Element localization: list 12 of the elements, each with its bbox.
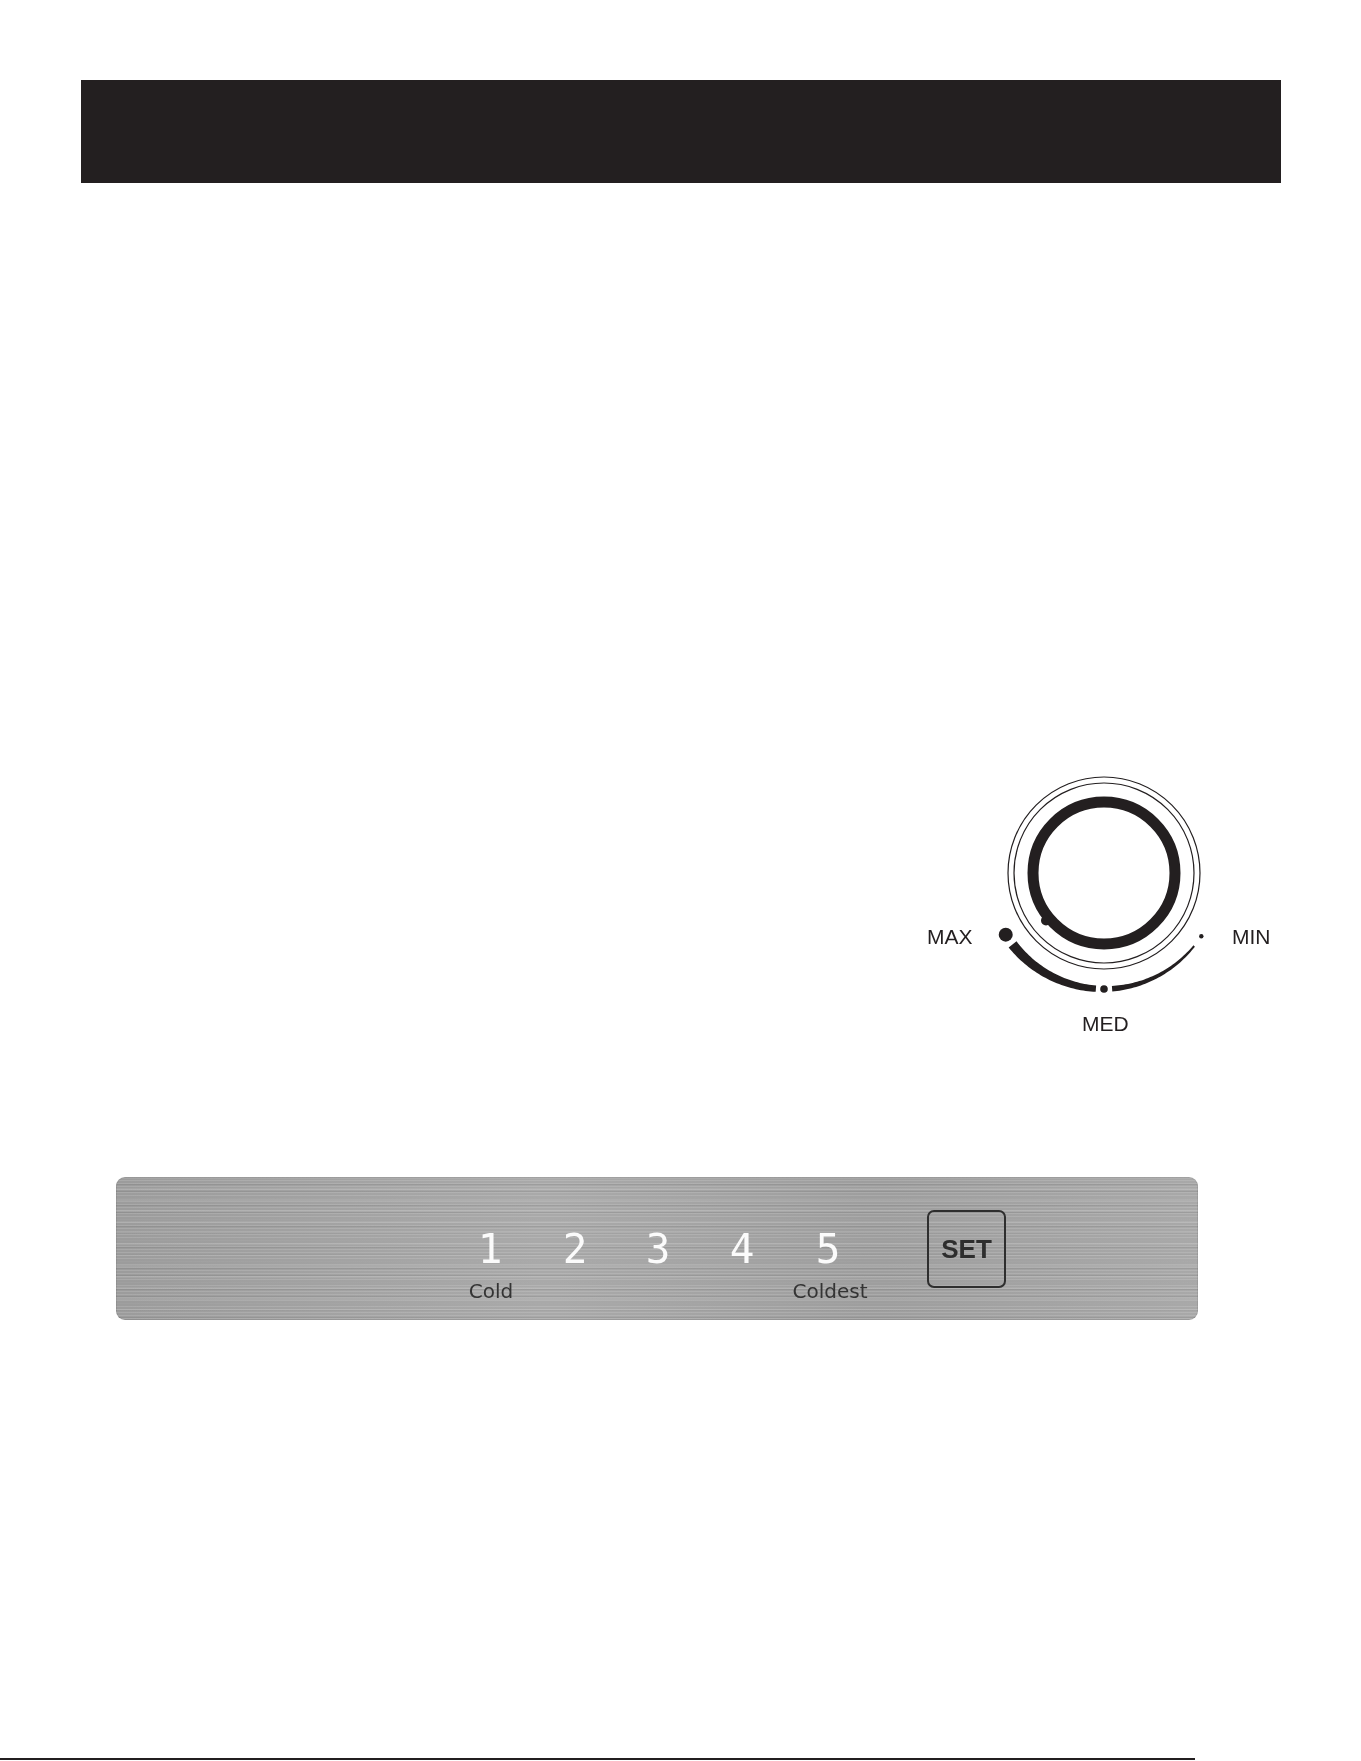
level-number: 5 xyxy=(814,1229,842,1270)
dial-label: MAX xyxy=(927,926,973,947)
level-label: Cold xyxy=(467,1280,515,1302)
dial-label: MIN xyxy=(1232,926,1271,947)
level-label: Coldest xyxy=(791,1280,869,1302)
control-panel xyxy=(116,1177,1198,1320)
level-number: 4 xyxy=(728,1229,756,1270)
set-button: SET xyxy=(927,1210,1006,1288)
level-number: 1 xyxy=(476,1229,504,1270)
dial-label: MED xyxy=(1082,1013,1129,1034)
level-number: 3 xyxy=(644,1229,672,1270)
level-number: 2 xyxy=(561,1229,589,1270)
